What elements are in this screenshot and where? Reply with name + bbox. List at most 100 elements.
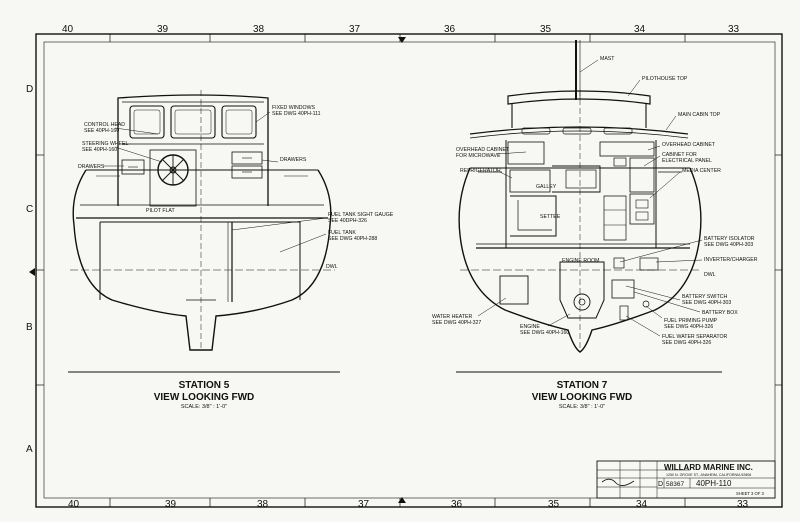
outer-border — [35, 33, 783, 508]
grid-bottom-5: 35 — [548, 499, 560, 510]
label-pilothouse-top: PILOTHOUSE TOP — [642, 76, 688, 82]
window-center-inner — [174, 109, 212, 135]
main-cabin-top-inner — [469, 130, 689, 139]
label-main-cabin-top: MAIN CABIN TOP — [678, 112, 721, 118]
main-cabin-top — [469, 126, 689, 135]
signature-mark — [601, 478, 635, 486]
window-center — [170, 105, 216, 139]
drawing-number: 40PH-110 — [696, 479, 732, 488]
water-heater — [499, 275, 529, 305]
grid-side-3: A — [26, 444, 33, 455]
center-arrow-bottom-icon — [398, 497, 406, 503]
media-center — [629, 193, 655, 225]
pilothouse-walls — [511, 104, 647, 128]
grid-side-2: B — [26, 322, 33, 333]
grid-bottom-1: 39 — [165, 499, 177, 510]
label-refrigerator: REFRIGERATOR — [460, 168, 501, 174]
locker — [603, 195, 627, 241]
station-5-window-band — [122, 101, 264, 145]
company-name: WILLARD MARINE INC. — [664, 463, 753, 472]
galley-sink — [565, 169, 597, 189]
engine-pulley-icon — [573, 293, 591, 311]
label-battery-box: BATTERY BOX — [702, 310, 738, 316]
center-arrow-top-icon — [398, 37, 406, 43]
station-7-view: MAST PILOTHOUSE TOP MAIN CABIN TOP OVERH… — [432, 40, 758, 410]
pilothouse-top — [507, 90, 651, 105]
station-5-leaders — [103, 111, 327, 253]
fuel-tank-outline — [99, 221, 301, 300]
zone-ticks — [36, 34, 782, 507]
station-5-scale: SCALE: 3/8" : 1'-0" — [181, 404, 227, 410]
cabinet-electrical-panel — [629, 157, 655, 193]
helm-console — [149, 149, 197, 207]
grid-side-0: D — [26, 84, 33, 95]
grid-top-4: 36 — [444, 24, 456, 35]
station-7-leaders — [477, 59, 703, 337]
label-drawers-left: DRAWERS — [78, 164, 105, 170]
steering-wheel-icon — [157, 154, 189, 186]
settee-back — [517, 200, 552, 231]
station-5-subtitle: VIEW LOOKING FWD — [154, 392, 255, 403]
galley-counter — [552, 165, 601, 193]
window-right — [221, 105, 257, 139]
cabin-window-1 — [521, 127, 551, 135]
fuel-water-separator — [619, 305, 629, 321]
station-7-subtitle: VIEW LOOKING FWD — [532, 392, 633, 403]
cabin-sides — [505, 140, 657, 248]
grid-top-2: 38 — [253, 24, 265, 35]
label-media-center: MEDIA CENTER — [682, 168, 721, 174]
label-pilot-flat: PILOT FLAT — [146, 208, 175, 214]
battery-isolator — [613, 257, 625, 269]
label-overhead-cabinet: OVERHEAD CABINET — [662, 142, 716, 148]
grid-bottom-6: 34 — [636, 499, 648, 510]
settee — [510, 195, 557, 237]
label-engine-room: ENGINE ROOM — [562, 258, 599, 264]
engine — [559, 261, 605, 319]
refrigerator — [509, 169, 551, 193]
media-center-screen — [635, 199, 649, 209]
fuel-priming-pump — [642, 300, 650, 308]
label-galley: GALLEY — [536, 184, 557, 190]
label-dwl-right: DWL — [704, 272, 716, 278]
inverter-charger — [639, 257, 659, 271]
engine-pulley-hub — [578, 298, 586, 306]
cage-code: 58367 — [666, 481, 684, 488]
grid-top-1: 39 — [157, 24, 169, 35]
station-7-title: STATION 7 — [557, 380, 608, 391]
grid-bottom-2: 38 — [257, 499, 269, 510]
label-mast: MAST — [600, 56, 615, 62]
cabinet-door-small — [613, 157, 627, 167]
grid-bottom-4: 36 — [451, 499, 463, 510]
label-dwl-left: DWL — [326, 264, 338, 270]
title-block: WILLARD MARINE INC. 1250 N. GROVE ST., A… — [596, 460, 776, 499]
drawer-right-1 — [231, 151, 263, 165]
label-drawers-right: DRAWERS — [280, 157, 307, 163]
grid-top-0: 40 — [62, 24, 74, 35]
grid-top-6: 34 — [634, 24, 646, 35]
grid-top-5: 35 — [540, 24, 552, 35]
grid-bottom-7: 33 — [737, 499, 749, 510]
center-arrow-left-icon — [29, 268, 35, 276]
window-left-inner — [133, 109, 161, 135]
station-7-scale: SCALE: 3/8" : 1'-0" — [559, 404, 605, 410]
drawer-left — [121, 159, 145, 175]
grid-top-3: 37 — [349, 24, 361, 35]
drawing-size: D — [658, 481, 663, 488]
cabin-window-2 — [562, 127, 592, 135]
label-inverter: INVERTER/CHARGER — [704, 257, 758, 263]
grid-top-7: 33 — [728, 24, 740, 35]
window-left — [129, 105, 165, 139]
